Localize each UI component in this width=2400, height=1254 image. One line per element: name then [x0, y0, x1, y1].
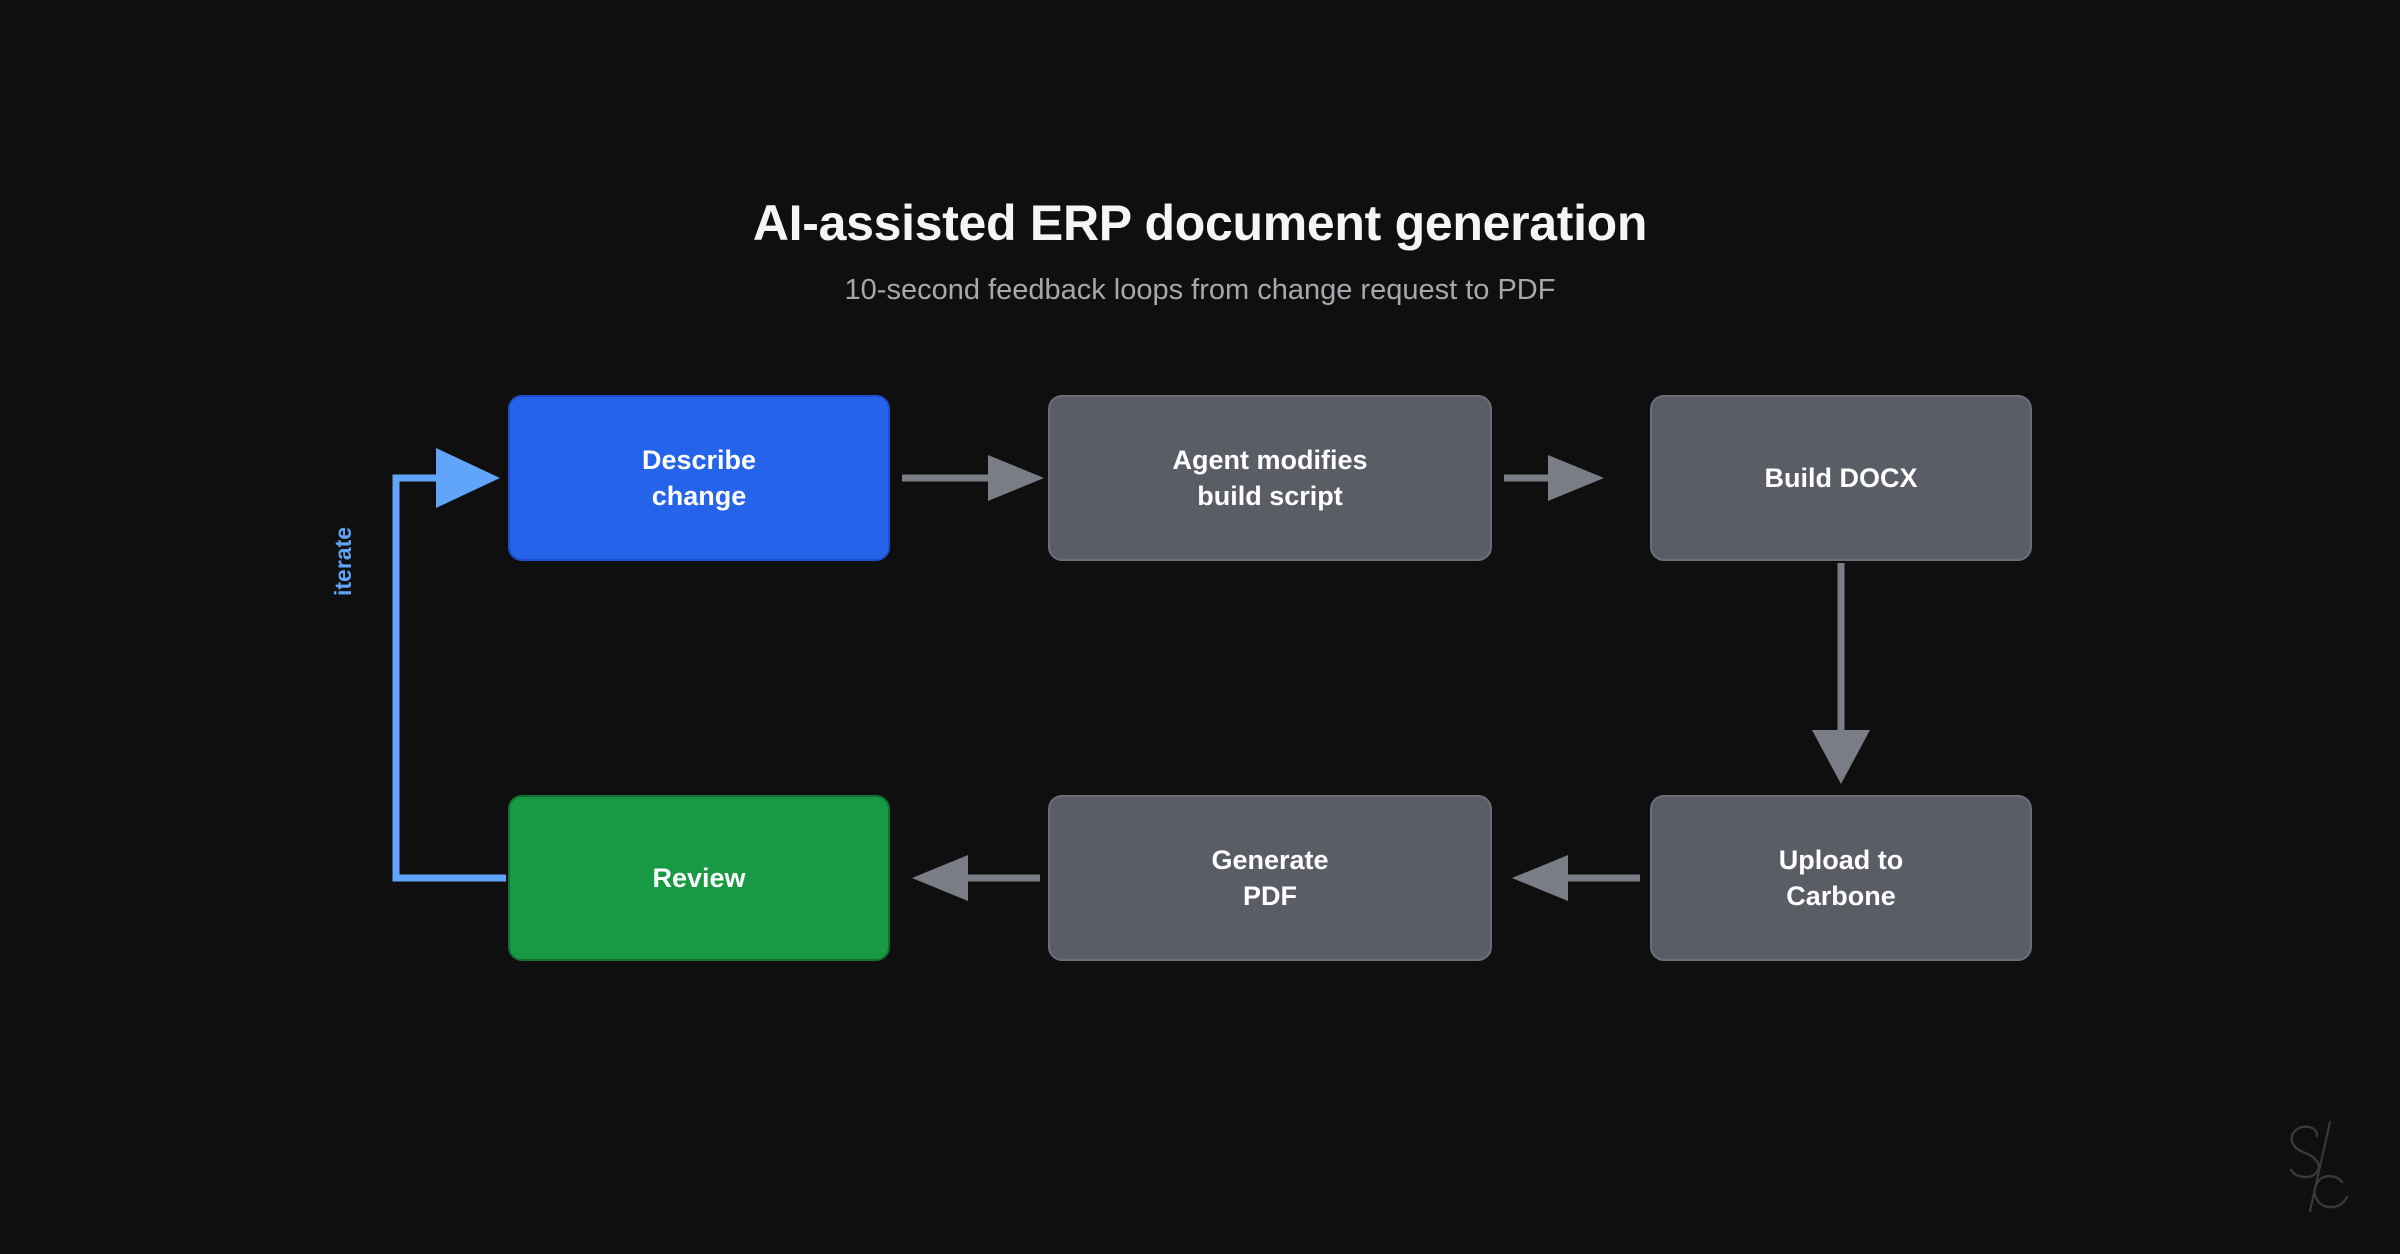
flow-node-generate-pdf[interactable]: Generate PDF [1048, 795, 1492, 961]
flow-node-agent-modifies-build-script[interactable]: Agent modifies build script [1048, 395, 1492, 561]
flow-node-upload-to-carbone[interactable]: Upload to Carbone [1650, 795, 2032, 961]
iterate-loop-label: iterate [330, 526, 356, 596]
flow-node-build-docx[interactable]: Build DOCX [1650, 395, 2032, 561]
edge-generate-to-review [912, 855, 1040, 901]
edge-agent-to-build [1504, 455, 1604, 501]
edge-review-to-describe-iterate [392, 448, 506, 882]
flow-node-describe-change[interactable]: Describe change [508, 395, 890, 561]
flow-node-review[interactable]: Review [508, 795, 890, 961]
sc-monogram-watermark-icon [2289, 1120, 2349, 1213]
page-title: AI-assisted ERP document generation [752, 195, 1648, 251]
header: AI-assisted ERP document generation 10-s… [0, 196, 2400, 308]
edge-describe-to-agent [902, 455, 1044, 501]
page-subtitle: 10-second feedback loops from change req… [844, 274, 1556, 306]
edge-build-to-upload [1812, 563, 1870, 784]
edge-upload-to-generate [1512, 855, 1640, 901]
